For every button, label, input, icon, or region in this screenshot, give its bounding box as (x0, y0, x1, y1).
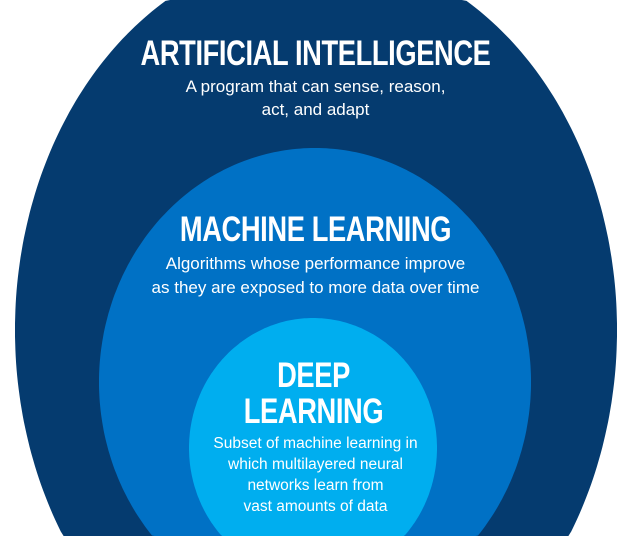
dl-ellipse (189, 318, 437, 536)
dl-title-line-2: LEARNING (243, 392, 384, 431)
dl-description-line-3: networks learn from (247, 477, 384, 494)
dl-description-line-4: vast amounts of data (243, 498, 388, 515)
ml-title: MACHINE LEARNING (179, 210, 452, 249)
ai-title: ARTIFICIAL INTELLIGENCE (140, 34, 491, 73)
dl-title-line-1: DEEP (277, 356, 350, 395)
dl-description-line-1: Subset of machine learning in (213, 435, 418, 452)
ml-description-line-1: Algorithms whose performance improve (165, 254, 466, 273)
ml-description-line-2: as they are exposed to more data over ti… (151, 278, 480, 297)
ai-description-line-2: act, and adapt (261, 100, 370, 119)
ai-description-line-1: A program that can sense, reason, (185, 77, 446, 96)
dl-description-line-2: which multilayered neural (228, 456, 403, 473)
